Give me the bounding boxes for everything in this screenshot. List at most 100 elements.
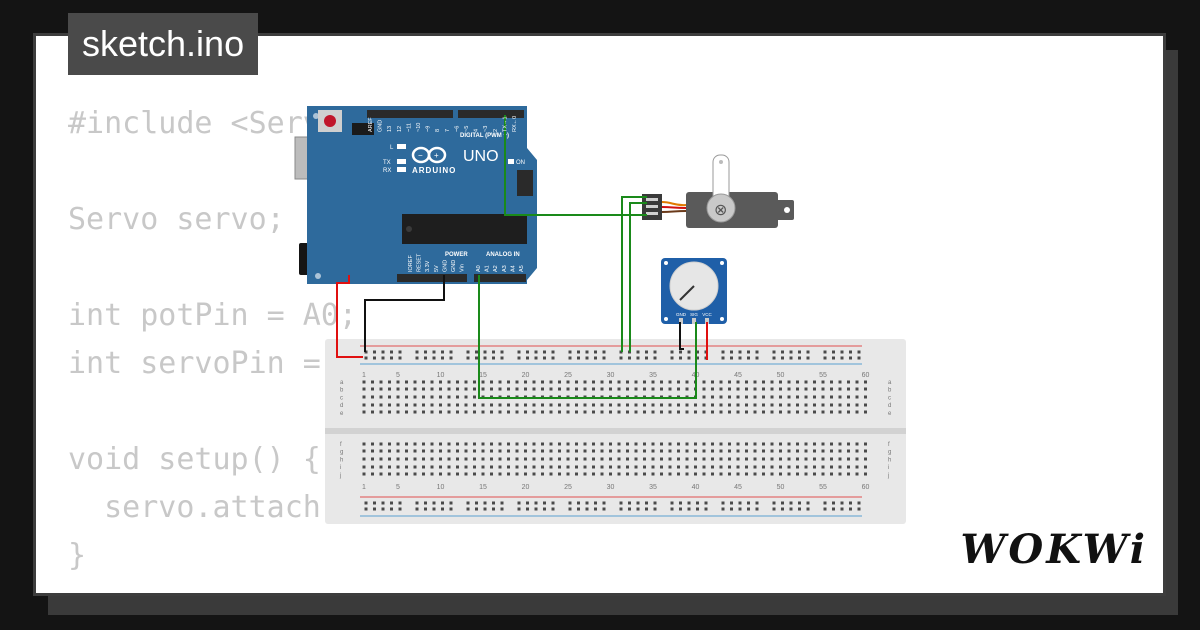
led-l <box>397 144 406 149</box>
svg-text:−: − <box>418 151 423 160</box>
power-pin-label: Vin <box>460 264 466 272</box>
row-letter: b <box>888 388 892 394</box>
row-letter: e <box>888 411 892 417</box>
analog-pin-label: A2 <box>493 265 499 272</box>
digital-pin-label: ~11 <box>406 123 412 132</box>
row-letter: a <box>888 380 892 386</box>
row-letter: h <box>340 457 343 463</box>
column-number: 25 <box>564 372 572 379</box>
column-number: 10 <box>437 484 445 491</box>
row-letter: e <box>340 411 344 417</box>
column-number: 60 <box>862 484 870 491</box>
servo-motor[interactable]: ⊗ <box>642 154 794 228</box>
digital-pin-label: ~10 <box>416 123 422 132</box>
row-letter: f <box>340 442 342 448</box>
wokwi-logo: WOKWi <box>960 526 1148 573</box>
power-pin-label: GND <box>442 260 448 272</box>
digital-pin-label: 13 <box>387 126 393 132</box>
power-header <box>397 274 467 282</box>
row-letter: g <box>340 450 343 456</box>
wire-servo-signal <box>504 115 647 216</box>
analog-pin-label: A0 <box>476 265 482 272</box>
led-rx-label: RX <box>383 168 391 174</box>
column-number: 25 <box>564 484 572 491</box>
wire-5v <box>336 275 363 358</box>
column-number: 30 <box>607 372 615 379</box>
power-pin-label: 5V <box>434 265 440 272</box>
row-letter: a <box>340 380 344 386</box>
digital-pin-label: 7 <box>445 129 451 132</box>
potentiometer-pin-label: VCC <box>702 312 712 317</box>
svg-text:⊗: ⊗ <box>714 200 727 219</box>
wire-servo-gnd <box>621 196 647 352</box>
digital-pin-label: 12 <box>397 126 403 132</box>
row-letter: i <box>340 465 341 471</box>
column-number: 55 <box>819 484 827 491</box>
column-number: 55 <box>819 372 827 379</box>
row-letter: b <box>340 388 344 394</box>
file-tab[interactable]: sketch.ino <box>68 13 259 75</box>
row-letter: d <box>340 403 343 409</box>
row-letter: j <box>887 473 889 479</box>
analog-header-label: ANALOG IN <box>486 252 520 258</box>
column-number: 15 <box>479 484 487 491</box>
digital-pin-label: AREF <box>368 117 374 132</box>
analog-pin-label: A4 <box>510 265 516 272</box>
column-number: 1 <box>362 484 366 491</box>
digital-pin-label: ~3 <box>483 126 489 132</box>
wire-pot-signal <box>478 275 697 399</box>
row-letter: i <box>888 465 889 471</box>
digital-pin-label: TX→1 <box>502 116 508 132</box>
column-number: 35 <box>649 372 657 379</box>
analog-pin-label: A3 <box>502 265 508 272</box>
wire-pot-gnd <box>679 322 684 350</box>
led-tx-label: TX <box>383 160 391 166</box>
digital-pin-label: ~9 <box>426 126 432 132</box>
row-letter: c <box>340 395 343 401</box>
digital-header-high <box>458 110 524 118</box>
row-letter: j <box>339 473 341 479</box>
power-pin-label: 3.3V <box>425 260 431 272</box>
board-brand-label: ARDUINO <box>412 166 456 175</box>
led-l-label: L <box>390 145 394 151</box>
row-letter: c <box>888 395 891 401</box>
column-number: 60 <box>862 372 870 379</box>
arduino-uno-board[interactable]: DIGITAL (PWM ~) L TX RX ON − + UNO ARDUI… <box>294 106 537 284</box>
column-number: 10 <box>437 372 445 379</box>
analog-pin-label: A1 <box>485 265 491 272</box>
column-number: 5 <box>396 484 400 491</box>
row-letter: g <box>888 450 891 456</box>
digital-pin-label: 2 <box>493 129 499 132</box>
svg-text:+: + <box>434 151 439 160</box>
digital-header-label: DIGITAL (PWM ~) <box>460 133 509 139</box>
row-letter: f <box>888 442 890 448</box>
row-letter: h <box>888 457 891 463</box>
digital-pin-label: GND <box>378 120 384 132</box>
column-number: 15 <box>479 372 487 379</box>
column-number: 50 <box>777 372 785 379</box>
potentiometer-pin-label: GND <box>676 312 687 317</box>
atmega-chip <box>402 214 527 244</box>
column-number: 5 <box>396 372 400 379</box>
board-model-label: UNO <box>463 148 499 165</box>
power-header-label: POWER <box>445 252 468 258</box>
wire-gnd <box>364 275 445 352</box>
column-number: 35 <box>649 484 657 491</box>
analog-header <box>474 274 526 282</box>
digital-pin-label: RX←0 <box>512 116 518 132</box>
wire-servo-vcc <box>629 202 647 352</box>
power-pin-label: IOREF <box>408 255 414 272</box>
digital-pin-label: 4 <box>474 129 480 132</box>
column-number: 50 <box>777 484 785 491</box>
digital-pin-label: ~5 <box>464 126 470 132</box>
row-letter: d <box>888 403 891 409</box>
column-number: 30 <box>607 484 615 491</box>
